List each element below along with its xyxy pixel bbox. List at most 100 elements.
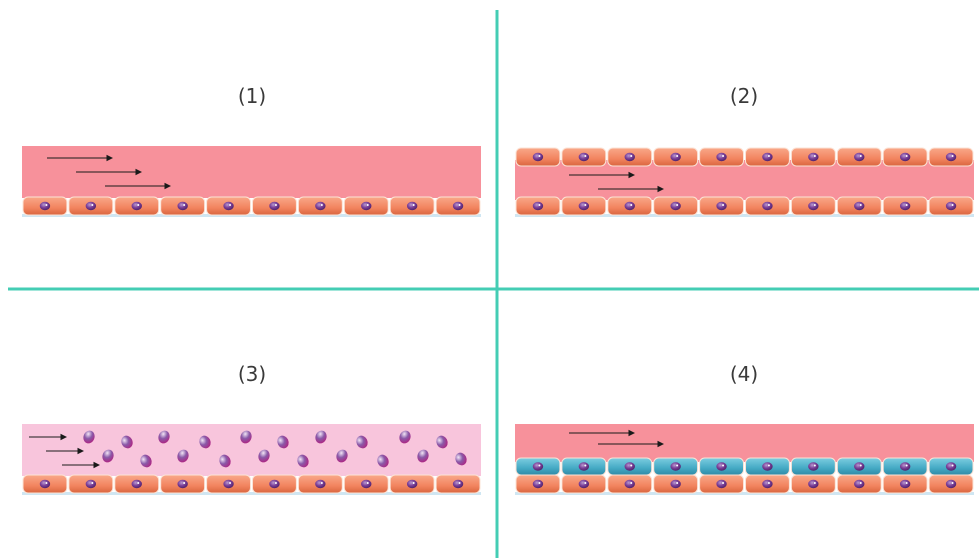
nucleolus <box>412 204 415 206</box>
flow-arrows-3 <box>29 433 101 469</box>
nucleolus <box>905 204 908 206</box>
suspended-cell <box>297 454 309 468</box>
basement-membrane <box>515 214 974 217</box>
suspended-cell <box>121 435 133 449</box>
cell-nucleus <box>85 201 97 211</box>
nucleolus <box>630 464 633 467</box>
panel-label-1: (1) <box>237 84 267 108</box>
cell-nucleus <box>945 201 957 211</box>
nucleolus <box>584 204 587 206</box>
nucleolus <box>630 482 633 484</box>
nucleolus <box>676 204 679 206</box>
suspended-cell <box>417 449 429 463</box>
suspended-cell <box>336 449 348 463</box>
cell-nucleus <box>945 462 957 471</box>
nucleolus <box>905 155 908 157</box>
nucleolus <box>859 155 862 157</box>
nucleolus <box>767 155 770 157</box>
cell-layer-2-top <box>515 147 974 167</box>
cell-nucleus <box>854 462 865 471</box>
suspended-cell <box>377 454 389 468</box>
channel-4 <box>515 424 974 462</box>
cell-nucleus <box>762 479 773 489</box>
cell-nucleus <box>670 201 681 211</box>
cell-nucleus <box>899 462 911 471</box>
cell-nucleus <box>854 201 865 211</box>
nucleolus <box>676 482 679 484</box>
cell-nucleus <box>39 479 51 489</box>
nucleolus <box>630 204 633 206</box>
cell-nucleus <box>670 462 681 471</box>
nucleolus <box>722 204 725 206</box>
nucleolus <box>905 482 908 484</box>
cell-nucleus <box>177 479 188 489</box>
cell-nucleus <box>578 479 590 489</box>
cell-nucleus <box>854 479 865 489</box>
nucleolus <box>813 482 816 484</box>
nucleolus <box>538 464 541 467</box>
suspended-cell <box>102 449 114 463</box>
cell-nucleus <box>808 479 819 489</box>
cell-nucleus <box>532 152 544 162</box>
nucleolus <box>320 204 323 206</box>
cell-nucleus <box>670 479 681 489</box>
nucleolus <box>859 482 862 484</box>
nucleolus <box>45 204 48 206</box>
suspended-cell <box>399 430 411 444</box>
nucleolus <box>320 482 323 484</box>
basement-membrane <box>22 214 481 217</box>
cell-nucleus <box>624 201 635 211</box>
cell-nucleus <box>716 201 727 211</box>
nucleolus <box>859 204 862 206</box>
nucleolus <box>630 155 633 157</box>
nucleolus <box>951 482 954 484</box>
nucleolus <box>45 482 48 484</box>
cell-nucleus <box>361 201 372 211</box>
basement-membrane <box>22 492 481 495</box>
cell-nucleus <box>578 201 590 211</box>
cell-nucleus <box>361 479 372 489</box>
flow-arrows-1 <box>47 154 172 190</box>
nucleolus <box>722 482 725 484</box>
nucleolus <box>91 482 94 484</box>
nucleolus <box>813 155 816 157</box>
panel-label-2: (2) <box>729 84 759 108</box>
cell-nucleus <box>670 152 681 162</box>
suspended-cells <box>83 430 467 468</box>
nucleolus <box>538 155 541 157</box>
nucleolus <box>859 464 862 467</box>
cell-nucleus <box>85 479 97 489</box>
cell-nucleus <box>177 201 188 211</box>
nucleolus <box>229 204 232 206</box>
nucleolus <box>458 204 461 206</box>
cell-nucleus <box>532 201 544 211</box>
nucleolus <box>274 204 277 206</box>
nucleolus <box>951 155 954 157</box>
nucleolus <box>412 482 415 484</box>
cell-nucleus <box>945 479 957 489</box>
nucleolus <box>767 204 770 206</box>
cell-nucleus <box>762 201 773 211</box>
cell-nucleus <box>532 479 544 489</box>
cell-layer-1-bottom <box>22 196 481 217</box>
nucleolus <box>91 204 94 206</box>
suspended-cell <box>356 435 368 449</box>
cell-nucleus <box>945 152 957 162</box>
cell-nucleus <box>223 201 234 211</box>
cell-nucleus <box>452 201 464 211</box>
nucleolus <box>584 482 587 484</box>
nucleolus <box>767 464 770 467</box>
nucleolus <box>137 204 140 206</box>
panel-label-4: (4) <box>729 362 759 386</box>
cell-nucleus <box>716 152 727 162</box>
nucleolus <box>767 482 770 484</box>
basement-membrane <box>515 492 974 495</box>
nucleolus <box>584 464 587 467</box>
nucleolus <box>538 204 541 206</box>
cell-nucleus <box>624 462 635 471</box>
nucleolus <box>183 482 186 484</box>
cell-nucleus <box>39 201 51 211</box>
flow-arrows-2 <box>569 171 665 193</box>
cell-nucleus <box>406 479 418 489</box>
